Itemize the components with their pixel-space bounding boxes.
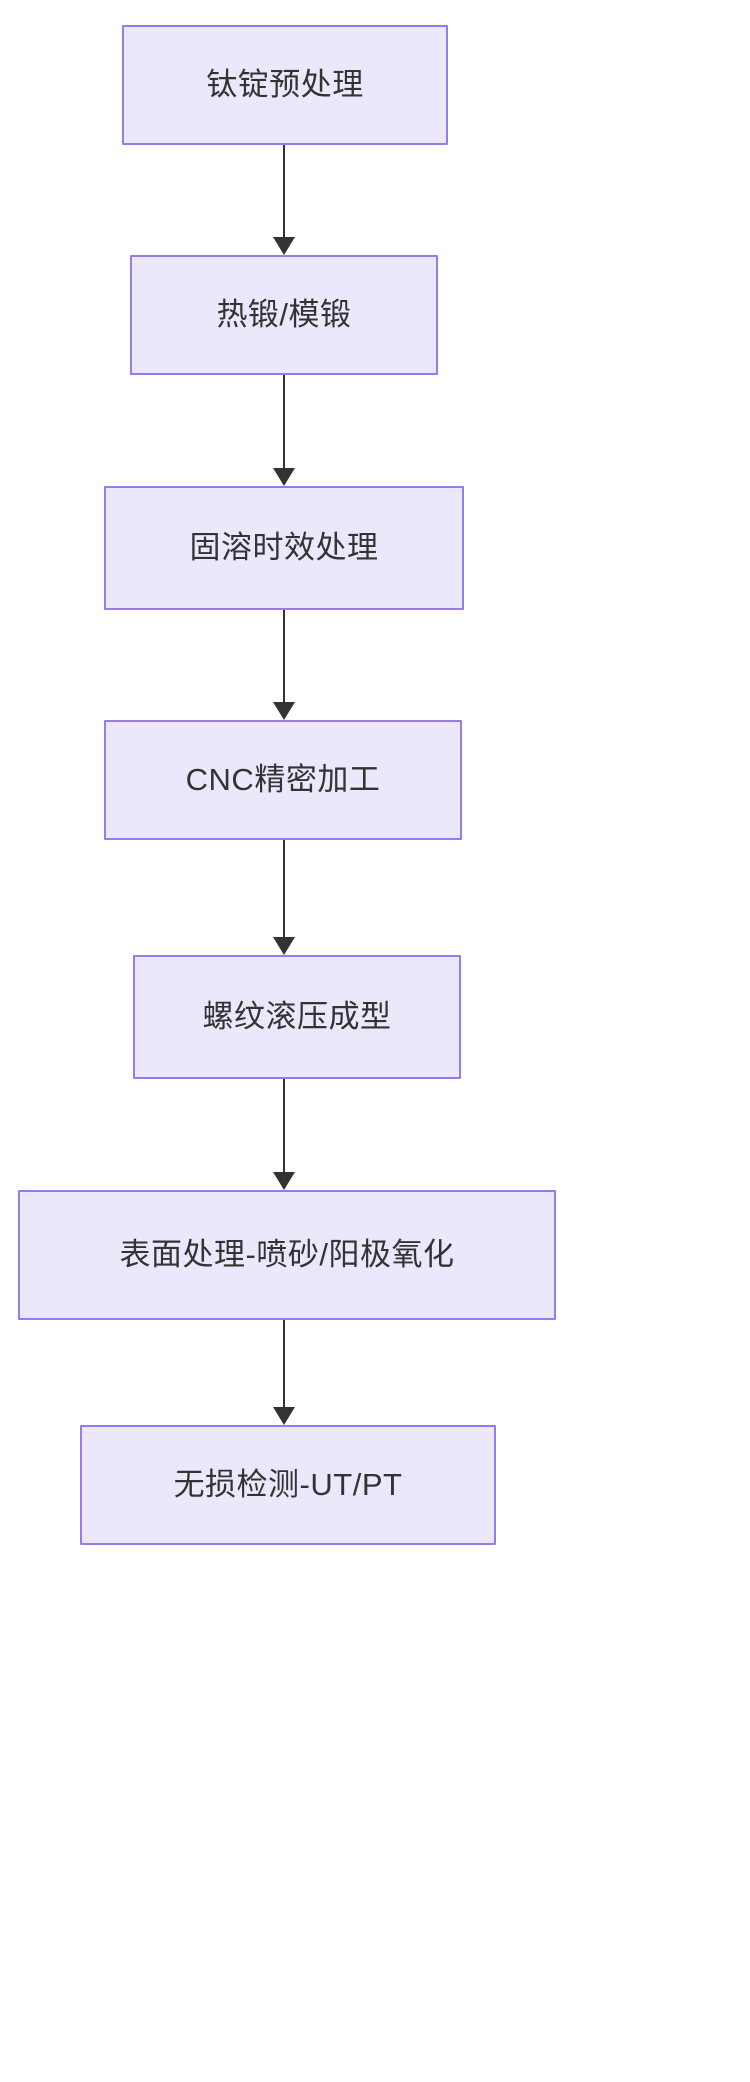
- flowchart-node-n2[interactable]: 热锻/模锻: [130, 255, 438, 375]
- flowchart-node-label: 无损检测-UT/PT: [173, 1466, 403, 1502]
- edge-line: [283, 840, 285, 939]
- flowchart-node-n5[interactable]: 螺纹滚压成型: [133, 955, 461, 1079]
- flowchart-node-label: 热锻/模锻: [216, 296, 352, 332]
- arrowhead-down-icon: [273, 1172, 295, 1190]
- edge-line: [283, 610, 285, 704]
- edge-line: [283, 1320, 285, 1409]
- arrowhead-down-icon: [273, 1407, 295, 1425]
- flowchart-node-label: 钛锭预处理: [206, 66, 364, 102]
- flowchart-node-label: 固溶时效处理: [189, 529, 379, 565]
- flowchart-node-n4[interactable]: CNC精密加工: [104, 720, 462, 840]
- arrowhead-down-icon: [273, 237, 295, 255]
- arrowhead-down-icon: [273, 937, 295, 955]
- flowchart-node-label: 螺纹滚压成型: [202, 998, 392, 1034]
- edge-line: [283, 1079, 285, 1174]
- arrowhead-down-icon: [273, 468, 295, 486]
- flowchart-node-label: CNC精密加工: [185, 761, 381, 797]
- edge-line: [283, 375, 285, 470]
- arrowhead-down-icon: [273, 702, 295, 720]
- flowchart-node-n6[interactable]: 表面处理-喷砂/阳极氧化: [18, 1190, 556, 1320]
- flowchart-node-n1[interactable]: 钛锭预处理: [122, 25, 448, 145]
- flowchart-node-label: 表面处理-喷砂/阳极氧化: [119, 1236, 455, 1272]
- edge-line: [283, 145, 285, 239]
- flowchart-node-n3[interactable]: 固溶时效处理: [104, 486, 464, 610]
- flowchart-node-n7[interactable]: 无损检测-UT/PT: [80, 1425, 496, 1545]
